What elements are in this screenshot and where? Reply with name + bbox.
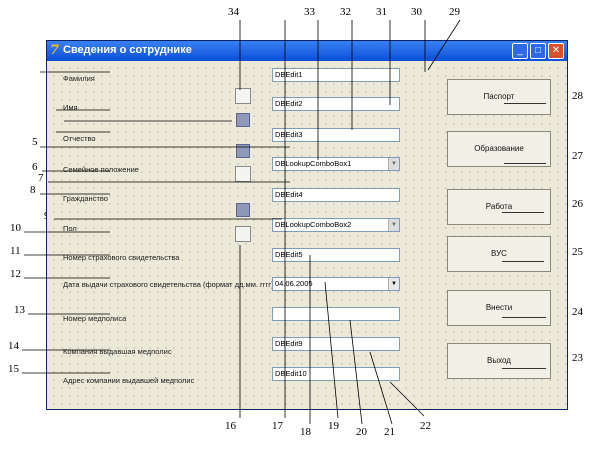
callout-12: 12 [10,268,21,280]
label-patronymic: Отчество [63,134,96,143]
edit-button-citizenship[interactable] [236,203,250,217]
underline [504,163,546,164]
callout-23: 23 [572,352,583,364]
callout-27: 27 [572,150,583,162]
callout-30: 30 [411,6,422,18]
label-name: Имя [63,103,78,112]
passport-button[interactable]: Паспорт [447,79,551,115]
label-policy-company-address: Адрес компании выдавшей медполис [63,376,195,385]
policy-company-input[interactable]: DBEdit9 [272,337,400,351]
callout-21: 21 [384,426,395,438]
callout-22: 22 [420,420,431,432]
callout-20: 20 [356,426,367,438]
education-button[interactable]: Образование [447,131,551,167]
label-citizenship: Гражданство [63,194,108,203]
callout-10: 10 [10,222,21,234]
callout-17: 17 [272,420,283,432]
insurance-number-input[interactable]: DBEdit5 [272,248,400,262]
underline [502,317,546,318]
callout-31: 31 [376,6,387,18]
callout-34: 34 [228,6,239,18]
label-policy-company: Компания выдавшая медполис [63,347,172,356]
minimize-button[interactable]: _ [512,43,528,59]
work-button-label: Работа [485,202,513,211]
work-button[interactable]: Работа [447,189,551,225]
callout-16: 16 [225,420,236,432]
callout-24: 24 [572,306,583,318]
edit-button-patronymic[interactable] [236,144,250,158]
callout-33: 33 [304,6,315,18]
callout-19: 19 [328,420,339,432]
lookup-button-sex[interactable] [235,226,251,242]
education-button-label: Образование [474,144,524,153]
callout-6: 6 [32,161,38,173]
callout-18: 18 [300,426,311,438]
lookup-button-name[interactable] [235,88,251,104]
policy-address-input[interactable]: DBEdit10 [272,367,400,381]
family-status-value: DBLookupComboBox1 [275,159,352,168]
underline [502,212,544,213]
callout-14: 14 [8,340,19,352]
label-policy-number: Номер медполиса [63,314,127,323]
insurance-date-picker[interactable]: 04.06.2005 ▼ [272,277,400,291]
callout-7: 7 [38,172,44,184]
lookup-button-family[interactable] [235,166,251,182]
callout-28: 28 [572,90,583,102]
label-surname: Фамилия [63,74,95,83]
chevron-down-icon[interactable]: ▼ [388,158,399,170]
passport-button-label: Паспорт [483,92,515,101]
window-title: Сведения о сотруднике [63,44,192,56]
military-button[interactable]: ВУС [447,236,551,272]
label-sex: Пол [63,224,77,233]
form-client-area: Фамилия Имя Отчество Семейное положение … [47,61,567,409]
military-button-label: ВУС [491,249,507,258]
callout-25: 25 [572,246,583,258]
callout-8: 8 [30,184,36,196]
callout-5: 5 [32,136,38,148]
label-insurance-date: Дата выдачи страхового свидетельства (фо… [63,280,274,289]
callout-32: 32 [340,6,351,18]
label-family-status: Семейное положение [63,165,139,174]
title-bar[interactable]: 7 Сведения о сотруднике _ □ ✕ [47,41,567,61]
exit-button-label: Выход [487,356,511,365]
label-insurance-number: Номер страхового свидетельства [63,253,180,262]
name-input[interactable]: DBEdit2 [272,97,400,111]
employee-window: 7 Сведения о сотруднике _ □ ✕ Фамилия Им… [46,40,568,410]
underline [504,103,546,104]
callout-11: 11 [10,245,21,257]
insurance-date-value: 04.06.2005 [275,279,313,288]
sex-value: DBLookupComboBox2 [275,220,352,229]
patronymic-input[interactable]: DBEdit3 [272,128,400,142]
chevron-down-icon[interactable]: ▼ [388,219,399,231]
edit-button-name[interactable] [236,113,250,127]
callout-29: 29 [449,6,460,18]
app-icon: 7 [50,43,60,58]
family-status-combo[interactable]: DBLookupComboBox1 ▼ [272,157,400,171]
callout-15: 15 [8,363,19,375]
submit-button[interactable]: Внести [447,290,551,326]
maximize-button[interactable]: □ [530,43,546,59]
close-button[interactable]: ✕ [548,43,564,59]
submit-button-label: Внести [485,303,513,312]
callout-13: 13 [14,304,25,316]
chevron-down-icon[interactable]: ▼ [388,278,399,290]
sex-combo[interactable]: DBLookupComboBox2 ▼ [272,218,400,232]
citizenship-input[interactable]: DBEdit4 [272,188,400,202]
callout-26: 26 [572,198,583,210]
surname-input[interactable]: DBEdit1 [272,68,400,82]
policy-number-input[interactable] [272,307,400,321]
exit-button[interactable]: Выход [447,343,551,379]
underline [502,368,546,369]
underline [502,261,544,262]
